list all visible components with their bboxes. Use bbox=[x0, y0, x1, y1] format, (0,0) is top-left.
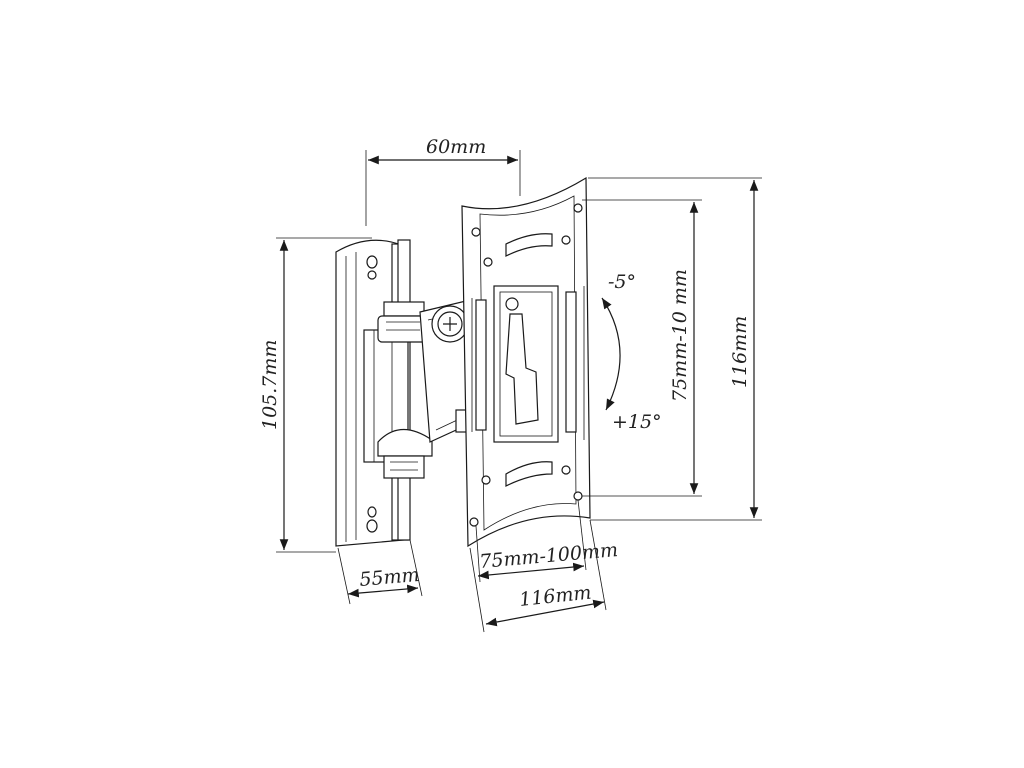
arm-extension-label: 60mm bbox=[426, 136, 486, 158]
tilt-arc bbox=[601, 297, 621, 411]
vesa-horizontal-label: 75mm-100mm bbox=[479, 539, 619, 573]
vesa-plate bbox=[461, 176, 591, 548]
wall-plate bbox=[335, 239, 433, 547]
bracket-height-label: 116mm bbox=[729, 316, 751, 388]
wall-plate-width-label: 55mm bbox=[359, 564, 421, 591]
dimension-lines bbox=[276, 150, 762, 633]
wall-plate-height-label: 105.7mm bbox=[259, 340, 281, 430]
tilt-down-label: +15° bbox=[612, 411, 662, 433]
tilt-up-label: -5° bbox=[608, 271, 636, 293]
swing-arm bbox=[419, 299, 479, 443]
vesa-vertical-label: 75mm-10 mm bbox=[669, 269, 691, 402]
